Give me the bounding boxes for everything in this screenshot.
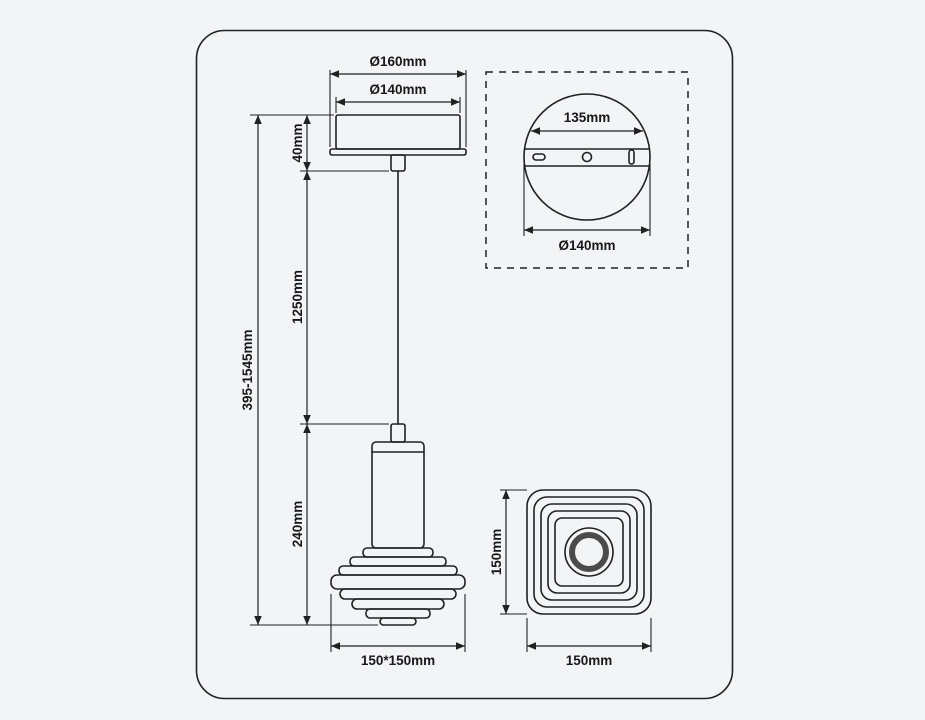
dim-mounting-spacing: 135mm <box>531 110 643 135</box>
mounting-slot-right <box>628 149 635 165</box>
cable-grip <box>390 423 406 443</box>
lamp-socket-outer-circle <box>564 527 614 577</box>
center-hole <box>581 151 593 163</box>
dim-cable-length: 1250mm <box>290 171 311 424</box>
pendant-side-view <box>329 114 467 626</box>
dim-plate-diameter: Ø140mm <box>523 164 651 253</box>
shade-layer <box>349 556 447 567</box>
cable-connector <box>390 154 406 172</box>
canopy-plate <box>329 148 467 156</box>
dim-label-bottom-view-height: 150mm <box>489 529 504 576</box>
detail-dashed-box <box>485 71 689 269</box>
shade-layer <box>362 547 434 558</box>
shade-layer <box>330 574 466 590</box>
dim-shade-size: 150*150mm <box>330 594 466 668</box>
shade-square-ring <box>533 496 645 608</box>
ceiling-plate-circle <box>523 93 651 221</box>
shade-square-ring <box>547 510 631 594</box>
dim-fixture-height: 240mm <box>290 424 311 625</box>
dim-total-height: 395-1545mm <box>240 115 262 625</box>
shade-layer <box>365 608 431 619</box>
dim-label-cable-length: 1250mm <box>290 270 305 324</box>
shade-bottom-view: 150mm 150mm <box>489 489 652 668</box>
shade-square-ring <box>554 517 624 587</box>
dim-label-canopy-height: 40mm <box>290 123 305 162</box>
shade-square-ring <box>540 503 638 601</box>
lamp-socket-ring <box>569 532 609 572</box>
dim-bottom-view-height: 150mm <box>489 489 527 615</box>
layered-shade <box>330 547 466 626</box>
dim-label-plate-diameter: Ø140mm <box>558 238 615 253</box>
mounting-slot-left <box>532 153 546 161</box>
drawing-frame <box>195 29 734 700</box>
dim-bottom-view-width: 150mm <box>526 618 652 668</box>
dim-label-fixture-height: 240mm <box>290 501 305 548</box>
dimensions-side-view: Ø160mm Ø140mm 40mm 1250mm 240mm <box>240 54 467 668</box>
shade-square-ring <box>526 489 652 615</box>
dim-label-total-height: 395-1545mm <box>240 329 255 410</box>
shade-layer <box>351 598 445 610</box>
canopy-body <box>335 114 461 150</box>
shade-layer <box>379 617 417 626</box>
lamp-body <box>371 441 425 549</box>
ceiling-plate-top-view: 135mm Ø140mm <box>485 71 689 269</box>
dim-label-canopy-body-diameter: Ø140mm <box>369 82 426 97</box>
dim-canopy-height: 40mm <box>290 115 311 171</box>
shade-layer <box>339 588 457 600</box>
dim-canopy-body-diameter: Ø140mm <box>335 82 461 113</box>
shade-layer <box>338 565 458 576</box>
dim-label-mounting-spacing: 135mm <box>564 110 611 125</box>
dim-label-shade-size: 150*150mm <box>361 653 435 668</box>
dim-canopy-plate-diameter: Ø160mm <box>329 54 467 147</box>
dim-label-canopy-plate-diameter: Ø160mm <box>369 54 426 69</box>
dim-label-bottom-view-width: 150mm <box>566 653 613 668</box>
